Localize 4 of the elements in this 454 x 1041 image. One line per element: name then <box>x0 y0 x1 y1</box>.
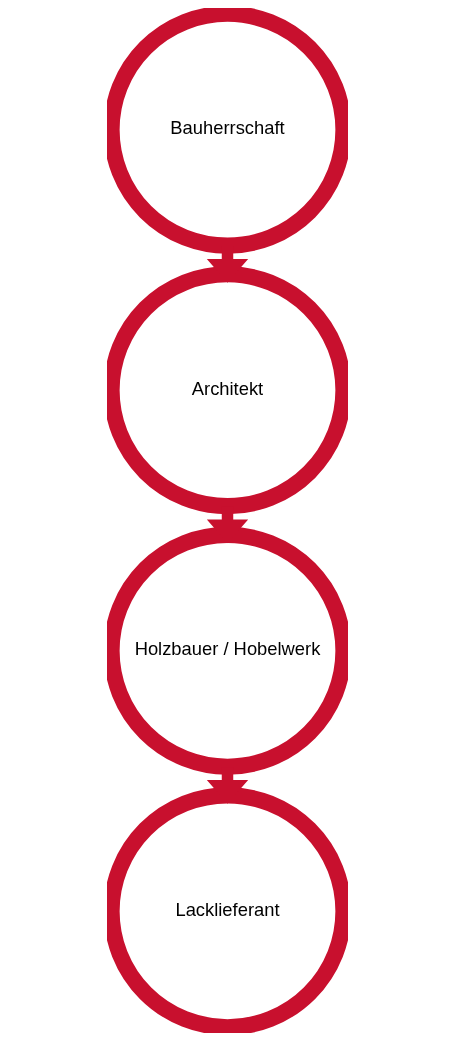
node-circle: Architekt <box>106 266 348 515</box>
node-circle: Bauherrschaft <box>106 8 348 254</box>
node-circle: Holzbauer / Hobelwerk <box>106 526 348 775</box>
node-circle: Lacklieferant <box>106 787 348 1033</box>
